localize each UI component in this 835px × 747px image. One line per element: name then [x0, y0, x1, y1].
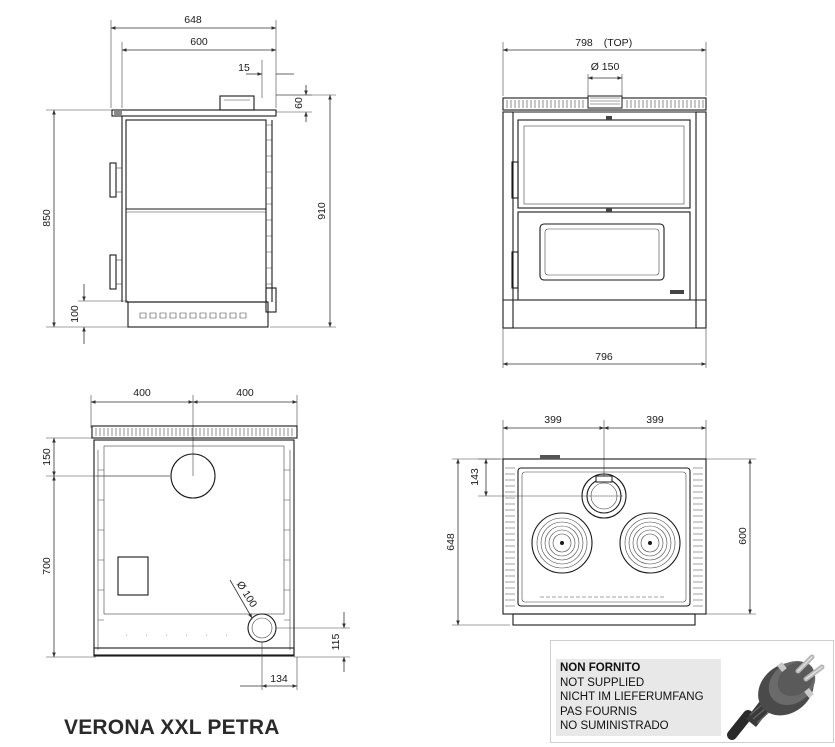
rear-panel — [93, 439, 295, 656]
front-oven-window — [539, 223, 665, 281]
side-dim-body-depth: 600 — [190, 36, 208, 48]
side-flue-collar — [219, 95, 255, 111]
rear-dim-right-half: 400 — [236, 387, 254, 399]
top-hotplate — [517, 467, 691, 607]
side-dim-top-height: 850 — [41, 209, 53, 227]
rear-dim-outlet-diameter: Ø 100 — [234, 579, 259, 610]
front-dim-flue-diameter: Ø 150 — [591, 61, 620, 73]
notice-line-de: NICHT IM LIEFERUMFANG — [560, 691, 704, 703]
model-title: VERONA XXL PETRA — [64, 716, 280, 739]
side-dim-total-depth: 648 — [184, 14, 202, 26]
front-dim-top-label: (TOP) — [604, 37, 632, 49]
top-dim-total-depth: 648 — [445, 533, 457, 551]
notice-line-en: NOT SUPPLIED — [560, 676, 645, 689]
top-dim-right-half: 399 — [646, 414, 664, 426]
side-view: 648 600 15 60 910 850 100 — [41, 14, 336, 344]
rear-view: 400 400 150 700 Ø 100 11 — [41, 387, 350, 690]
rear-top-rail — [91, 425, 298, 439]
side-top-plate — [111, 109, 277, 117]
top-burner-right — [619, 512, 681, 574]
notice-text-block: NON FORNITO NOT SUPPLIED NICHT IM LIEFER… — [556, 659, 721, 736]
front-dim-base-width: 796 — [595, 351, 613, 363]
top-burner-left — [531, 512, 593, 574]
side-dim-flue-offset: 15 — [238, 62, 250, 74]
rear-dim-outlet-height: 115 — [330, 633, 342, 650]
top-dim-body-depth: 600 — [737, 527, 749, 545]
notice-line-fr: PAS FOURNIS — [560, 705, 638, 718]
top-dim-flue-from-back: 143 — [469, 468, 481, 486]
rear-flue-outlet — [170, 453, 216, 499]
front-oven-door-upper — [517, 119, 691, 209]
side-base — [127, 301, 269, 328]
side-dim-flue-height: 60 — [293, 97, 305, 109]
side-handle-upper — [109, 162, 117, 198]
notice-line-es: NO SUMINISTRADO — [560, 720, 669, 732]
top-view: 399 399 143 648 600 — [445, 414, 756, 626]
top-dim-left-half: 399 — [544, 414, 562, 426]
front-dim-top-width: 798 — [575, 37, 593, 49]
rear-dim-flue-from-top: 150 — [41, 448, 53, 466]
top-flue-ring — [581, 473, 627, 519]
rear-dim-flue-to-outlet: 700 — [41, 557, 53, 575]
side-body — [125, 119, 267, 303]
rear-dim-outlet-offset: 134 — [270, 673, 288, 685]
rear-rating-plate — [117, 556, 149, 596]
notice-line-it: NON FORNITO — [560, 662, 641, 674]
side-dim-total-height: 910 — [316, 202, 328, 220]
not-supplied-notice: NON FORNITO NOT SUPPLIED NICHT IM LIEFER… — [550, 640, 834, 743]
front-view: 798 (TOP) Ø 150 796 — [502, 37, 707, 368]
power-plug-icon — [727, 654, 825, 740]
side-dim-base-height: 100 — [69, 305, 81, 323]
side-handle-lower — [109, 254, 117, 290]
rear-dim-left-half: 400 — [133, 387, 151, 399]
